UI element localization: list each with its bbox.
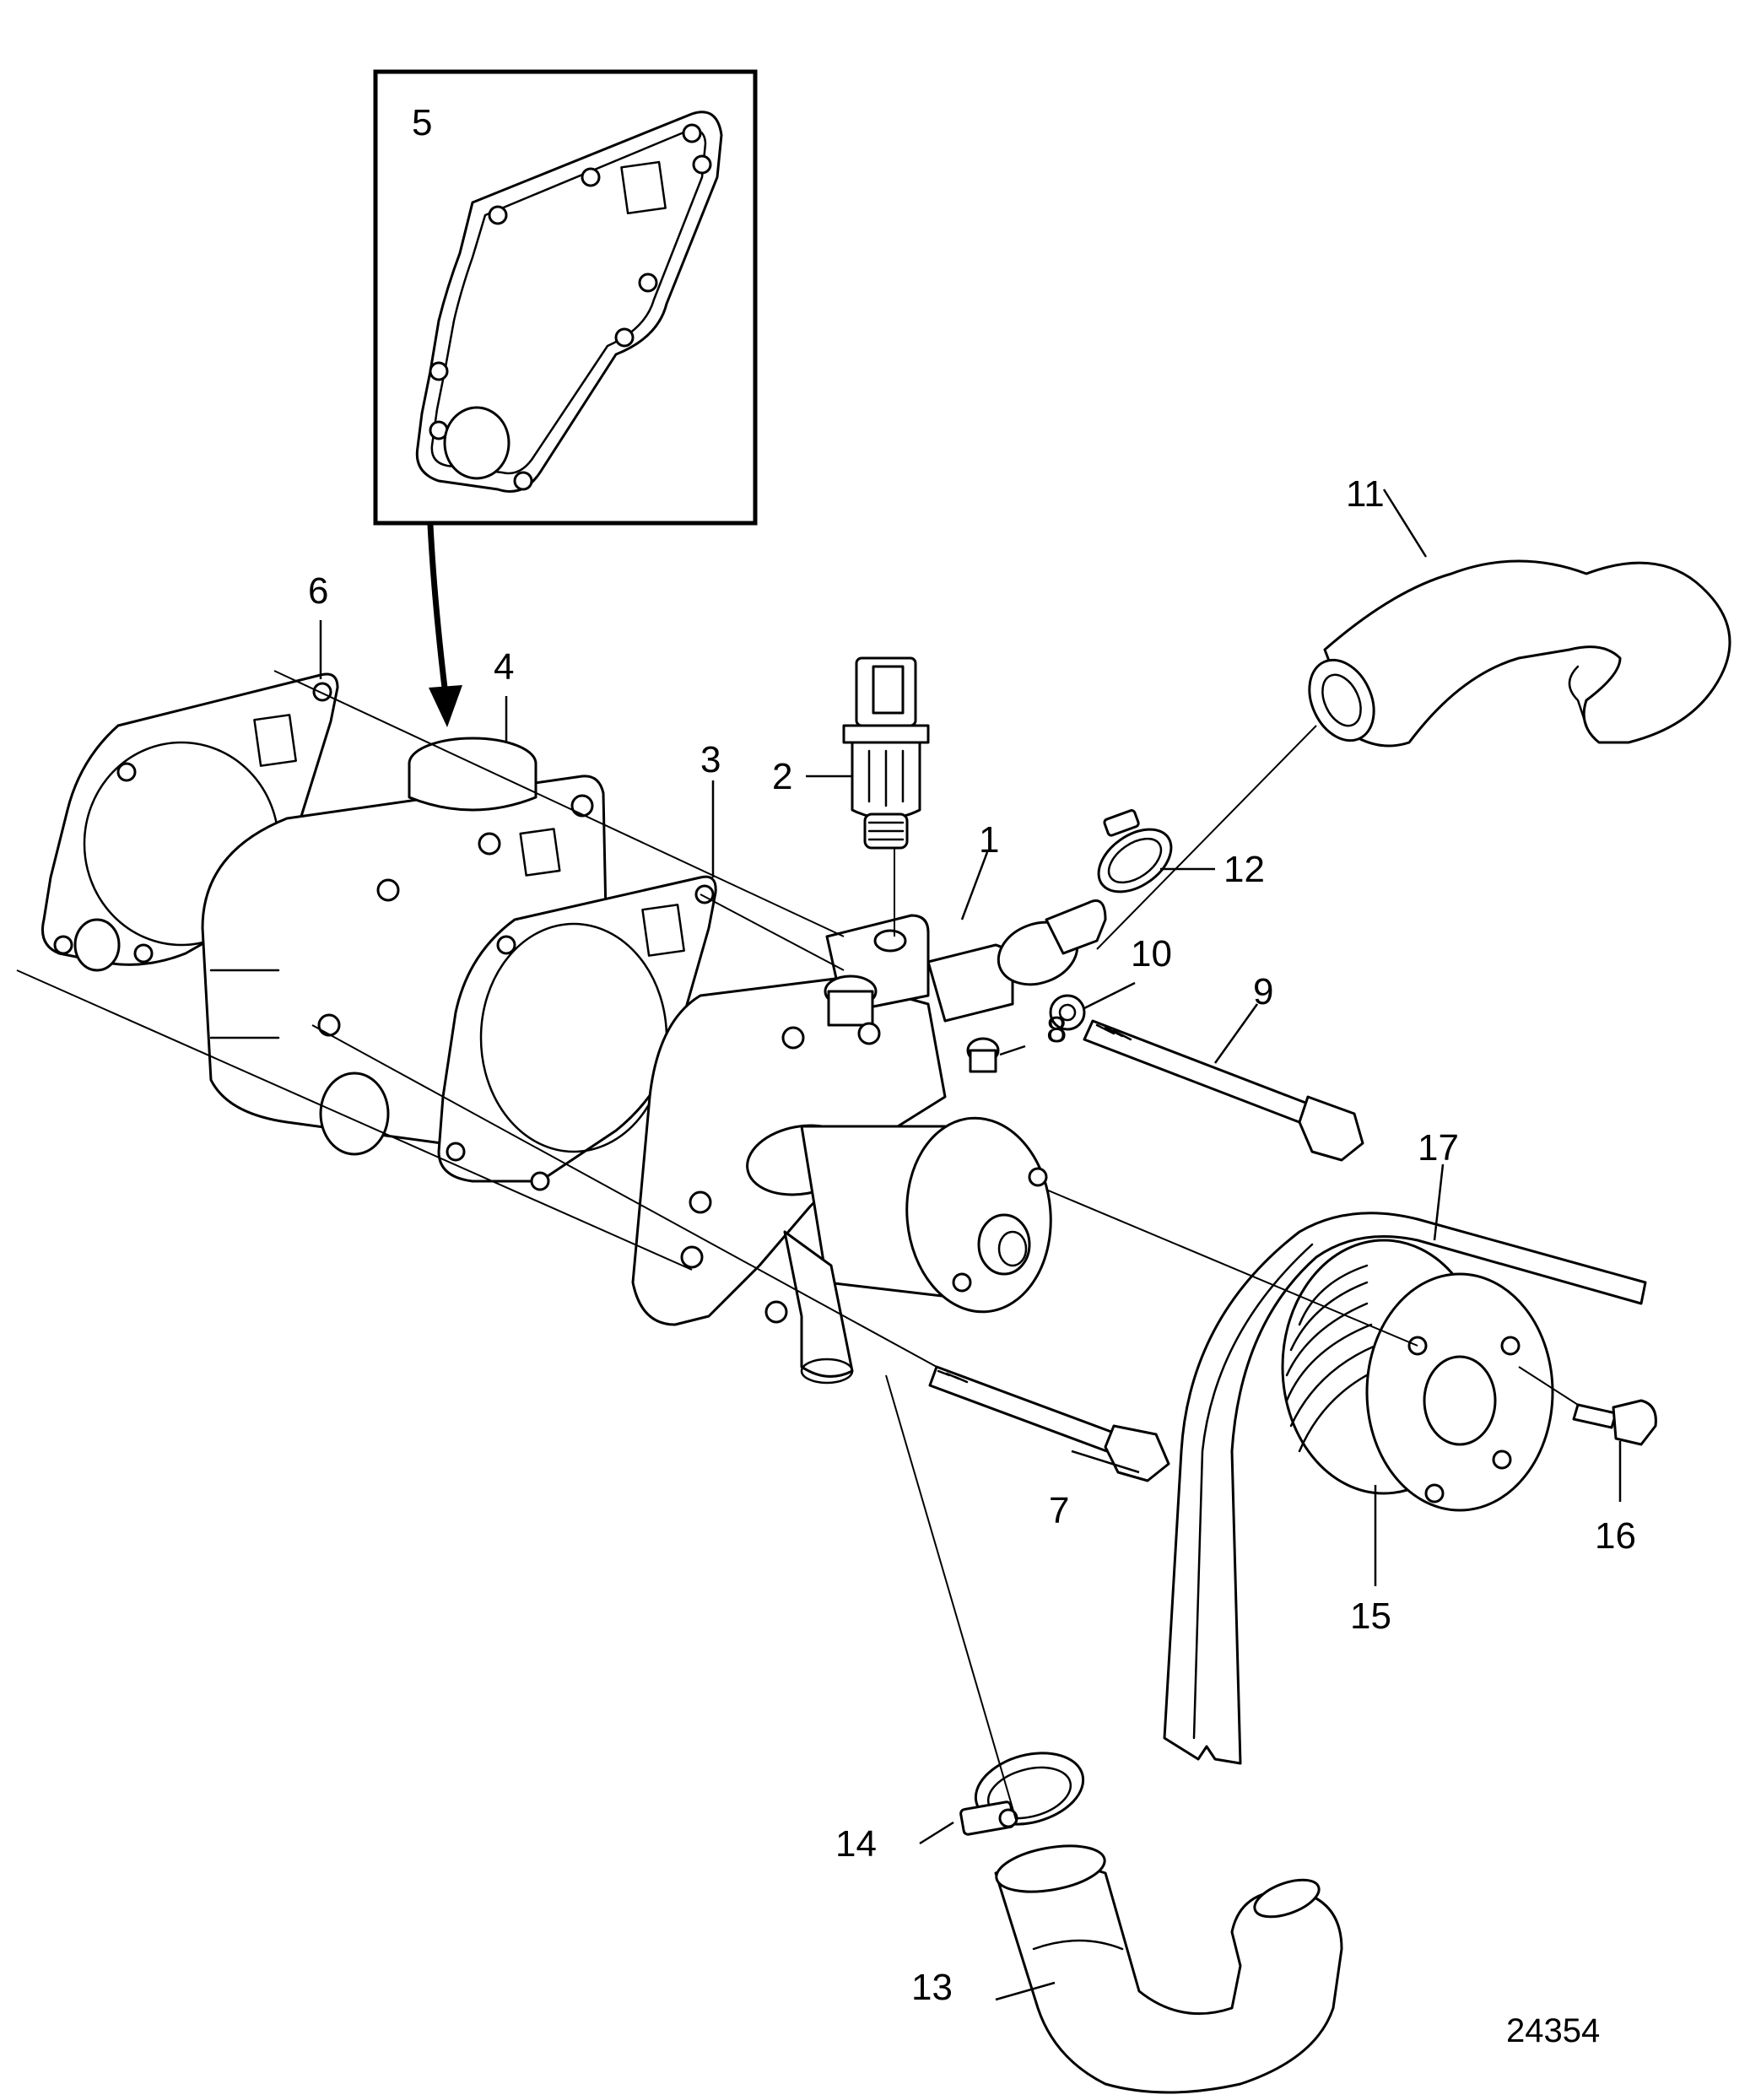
gasket-5-inset — [415, 111, 723, 493]
callout-10: 10 — [1131, 933, 1172, 974]
callout-6: 6 — [308, 570, 328, 612]
inset-box: 5 — [373, 69, 758, 526]
water-pump-1 — [631, 899, 1107, 1385]
callout-1: 1 — [979, 819, 999, 861]
seal-ring-10 — [1049, 994, 1086, 1031]
callout-2: 2 — [772, 756, 792, 797]
hose-11 — [1308, 559, 1731, 748]
pulley-15 — [1281, 1239, 1554, 1512]
bolt-7 — [928, 1365, 1170, 1482]
inset-arrow — [427, 524, 462, 727]
callout-3: 3 — [700, 739, 721, 780]
hose-clamp-12 — [1097, 809, 1173, 893]
callout-13: 13 — [911, 1967, 953, 2008]
belt-17 — [1163, 1212, 1647, 1765]
callout-8: 8 — [1046, 1009, 1067, 1050]
callout-labels: 1 2 3 4 6 7 8 9 10 11 12 13 14 15 16 17 — [308, 473, 1636, 2008]
bolt-9 — [1083, 1019, 1364, 1162]
callout-11: 11 — [1346, 473, 1385, 515]
hose-13 — [994, 1844, 1343, 2094]
alignment-lines — [16, 670, 1579, 1823]
bolt-16 — [1572, 1399, 1657, 1446]
sensor-2 — [842, 656, 930, 850]
callout-5: 5 — [412, 102, 432, 143]
callout-9: 9 — [1253, 971, 1273, 1012]
callout-15: 15 — [1350, 1595, 1391, 1637]
hose-clamp-14 — [959, 1752, 1085, 1836]
callout-17: 17 — [1418, 1127, 1459, 1169]
callout-leaders — [319, 489, 1622, 2001]
callout-16: 16 — [1595, 1515, 1636, 1557]
diagram-reference-number: 24354 — [1506, 2012, 1600, 2049]
callout-4: 4 — [494, 646, 514, 688]
callout-7: 7 — [1049, 1490, 1069, 1531]
callout-14: 14 — [835, 1823, 877, 1865]
plug-8 — [966, 1037, 1000, 1073]
callout-12: 12 — [1224, 849, 1265, 890]
